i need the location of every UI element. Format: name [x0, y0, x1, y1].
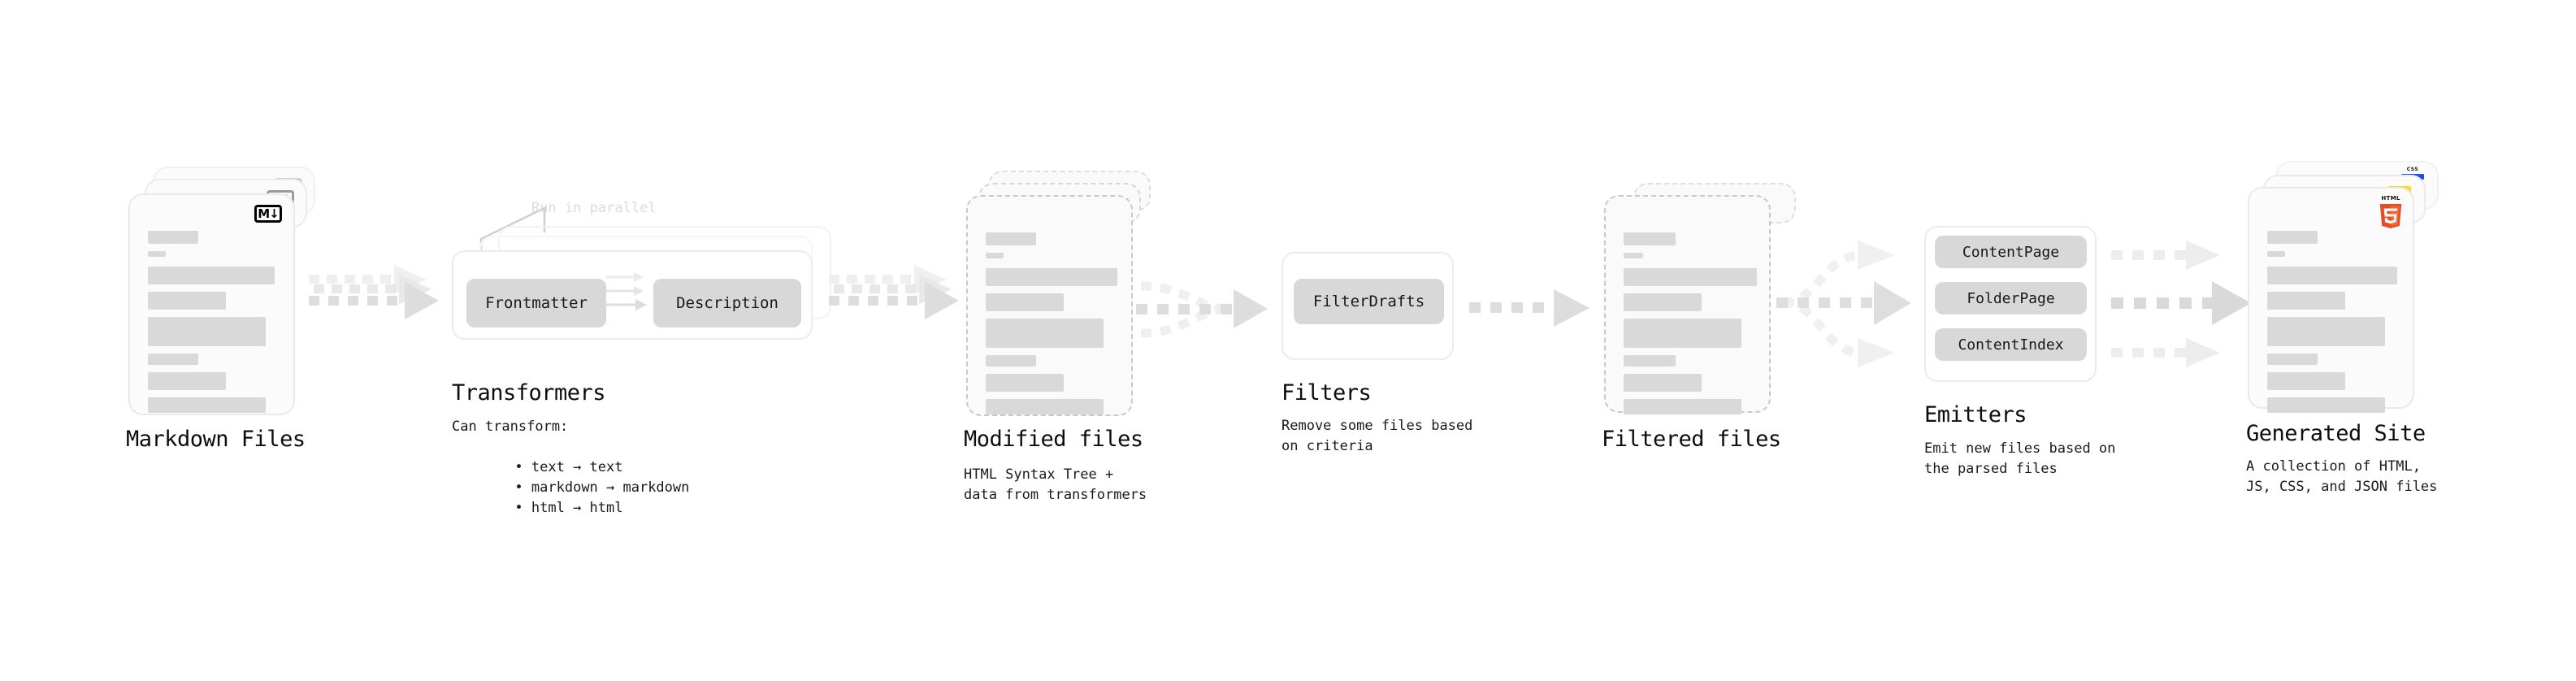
html5-wordmark: HTML — [2381, 195, 2400, 202]
skeleton-bar — [986, 374, 1064, 392]
skeleton-bar — [1624, 399, 1741, 414]
emitter-chip-folderpage[interactable]: FolderPage — [1935, 282, 2087, 314]
skeleton-bar — [986, 399, 1104, 414]
transformers-subtitle: Can transform: — [452, 419, 569, 435]
bullet-dot: • — [514, 459, 531, 475]
arrow-modified-to-filters — [1136, 281, 1268, 338]
bullet-text: markdown → markdown — [531, 479, 690, 496]
file-content-skeleton — [148, 231, 277, 420]
run-in-parallel-label: Run in parallel — [531, 200, 657, 216]
stage-title-filters: Filters — [1281, 380, 1372, 406]
stage-title-emitters: Emitters — [1924, 402, 2027, 427]
stage-title-markdown-files: Markdown Files — [126, 427, 306, 452]
html5-icon: HTML — [2379, 195, 2403, 228]
file-content-skeleton — [986, 232, 1117, 422]
modified-file-card — [966, 195, 1133, 416]
transformers-bullet-2: • html → html — [465, 478, 623, 539]
stage-title-transformers: Transformers — [452, 380, 606, 406]
skeleton-bar — [148, 354, 198, 365]
skeleton-bar — [2267, 267, 2397, 284]
skeleton-bar — [148, 267, 275, 284]
html5-glyph: HTML — [2379, 195, 2403, 228]
arrow-filtered-to-emitters — [1776, 241, 1911, 367]
filtered-file-card — [1604, 195, 1771, 414]
bullet-text: html → html — [531, 500, 623, 516]
skeleton-bar — [1624, 374, 1702, 392]
skeleton-bar — [2267, 354, 2318, 365]
skeleton-bar — [1624, 355, 1676, 367]
arrow-filters-to-filtered — [1469, 289, 1589, 327]
stage-title-filtered-files: Filtered files — [1602, 427, 1781, 452]
modified-files-subtitle: HTML Syntax Tree + data from transformer… — [964, 466, 1147, 503]
skeleton-bar — [2267, 397, 2385, 413]
stage-title-modified-files: Modified files — [964, 427, 1143, 452]
transformer-inner-arrows — [606, 272, 647, 310]
skeleton-bar — [986, 293, 1064, 311]
skeleton-bar — [986, 232, 1036, 245]
bullet-dot: • — [514, 500, 531, 516]
skeleton-bar — [148, 251, 166, 257]
skeleton-bar — [986, 268, 1117, 286]
skeleton-bar — [2267, 231, 2318, 244]
arrow-transformers-to-modified — [829, 265, 959, 319]
skeleton-bar — [2267, 292, 2345, 310]
skeleton-bar — [2267, 251, 2285, 257]
skeleton-bar — [1624, 293, 1702, 311]
filter-chip-filterdrafts[interactable]: FilterDrafts — [1294, 279, 1444, 324]
arrow-emitters-to-site — [2111, 241, 2251, 367]
skeleton-bar — [1624, 232, 1676, 245]
emitter-chip-contentindex[interactable]: ContentIndex — [1935, 328, 2087, 361]
arrow-markdown-to-transformers — [309, 265, 439, 319]
skeleton-bar — [148, 372, 226, 390]
markdown-glyph: M↓ — [254, 205, 282, 223]
skeleton-bar — [1624, 253, 1643, 258]
transformer-chip-frontmatter[interactable]: Frontmatter — [466, 279, 606, 327]
skeleton-bar — [2267, 317, 2385, 346]
bullet-dot: • — [514, 479, 531, 496]
skeleton-bar — [148, 317, 266, 346]
skeleton-bar — [1624, 268, 1757, 286]
site-file-card-html: HTML — [2248, 187, 2414, 413]
transformers-bullet-1: • markdown → markdown — [465, 458, 689, 518]
transformer-chip-description[interactable]: Description — [653, 279, 801, 327]
transformers-bullet-0: • text → text — [465, 437, 623, 498]
emitter-chip-contentpage[interactable]: ContentPage — [1935, 236, 2087, 268]
bullet-text: text → text — [531, 459, 623, 475]
file-content-skeleton — [1624, 232, 1757, 422]
skeleton-bar — [148, 397, 266, 413]
generated-site-subtitle: A collection of HTML, JS, CSS, and JSON … — [2246, 458, 2438, 495]
filters-subtitle: Remove some files based on criteria — [1281, 418, 1473, 454]
file-content-skeleton — [2267, 231, 2397, 420]
skeleton-bar — [986, 319, 1104, 348]
emitters-subtitle: Emit new files based on the parsed files — [1924, 440, 2116, 477]
markdown-file-card: M↓ — [128, 193, 295, 415]
markdown-icon: M↓ — [254, 205, 282, 223]
skeleton-bar — [2267, 372, 2345, 390]
skeleton-bar — [148, 292, 226, 310]
skeleton-bar — [986, 355, 1036, 367]
stage-title-generated-site: Generated Site — [2246, 421, 2426, 446]
skeleton-bar — [148, 231, 198, 244]
skeleton-bar — [1624, 319, 1741, 348]
skeleton-bar — [986, 253, 1004, 258]
